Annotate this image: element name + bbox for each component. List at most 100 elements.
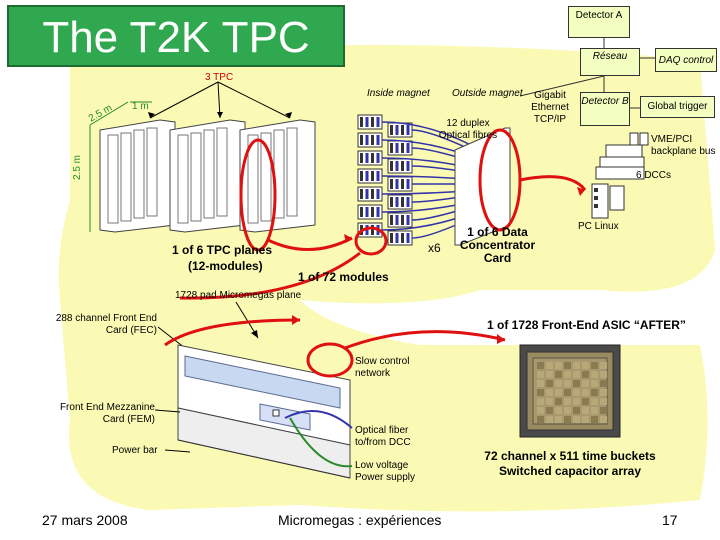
module-tick xyxy=(401,143,404,153)
module-tick xyxy=(401,179,404,189)
outside-magnet-label: Outside magnet xyxy=(452,88,523,99)
chip-cell xyxy=(600,416,607,423)
fec-label: 288 channel Front End Card (FEC) xyxy=(55,313,157,336)
chip-cell xyxy=(591,398,598,405)
detector-b-label: Detector B xyxy=(581,96,629,107)
dccs-label: 6 DCCs xyxy=(636,170,672,181)
chip-cell xyxy=(573,398,580,405)
chip-cell xyxy=(537,362,544,369)
reseau-box: Réseau xyxy=(580,48,640,76)
chip-cell xyxy=(537,407,544,414)
pad-plane-label: 1728 pad Micromegas plane xyxy=(175,290,302,301)
chip-cell xyxy=(573,362,580,369)
chip-cell xyxy=(537,398,544,405)
chip-cell xyxy=(555,416,562,423)
module-tick xyxy=(376,171,380,181)
module-tick xyxy=(406,233,410,243)
module-tick xyxy=(390,197,393,207)
module-tick xyxy=(376,207,380,217)
module-tick xyxy=(371,225,374,235)
page-number: 17 xyxy=(662,512,678,528)
dim-1m: 1 m xyxy=(132,101,149,112)
module-tick xyxy=(371,171,374,181)
chip-cell xyxy=(582,398,589,405)
daq-control-label: DAQ control xyxy=(658,55,714,66)
gigabit-label: Gigabit Ethernet TCP/IP xyxy=(531,90,569,125)
module-tick xyxy=(360,135,363,145)
chip-cell xyxy=(591,380,598,387)
chip-cell xyxy=(582,389,589,396)
module-tick xyxy=(365,135,369,145)
chip-cell xyxy=(546,407,553,414)
chip-cell xyxy=(555,371,562,378)
detector-a-label: Detector A xyxy=(575,10,623,21)
vme-crate xyxy=(591,132,649,219)
chip-cell xyxy=(555,398,562,405)
chip-cell xyxy=(564,398,571,405)
module-tick xyxy=(376,189,380,199)
chip-cell xyxy=(582,362,589,369)
chip-cell xyxy=(600,389,607,396)
chip-cell xyxy=(564,362,571,369)
power-bar-label: Power bar xyxy=(112,445,158,456)
module-tick xyxy=(395,161,399,171)
module-tick xyxy=(360,189,363,199)
module-tick xyxy=(360,171,363,181)
concentrator-label: 1 of 6 Data Concentrator Card xyxy=(459,225,536,265)
chip-cell xyxy=(564,371,571,378)
tpc-box-1 xyxy=(99,119,176,233)
chip-cell xyxy=(573,416,580,423)
footer-center: Micromegas : expériences xyxy=(278,512,442,528)
chip-cell xyxy=(573,389,580,396)
chip-cell xyxy=(591,416,598,423)
module-tick xyxy=(365,207,369,217)
chip-cell xyxy=(591,407,598,414)
module-tick xyxy=(395,179,399,189)
chip-cell xyxy=(555,389,562,396)
chip-cell xyxy=(564,407,571,414)
chip-cell xyxy=(600,371,607,378)
slow-control-label: Slow control network xyxy=(355,356,410,379)
duplex-label: 12 duplex Optical fibres xyxy=(438,118,498,141)
module-tick xyxy=(376,153,380,163)
tpc-box-2 xyxy=(169,119,246,233)
module-tick xyxy=(376,117,380,127)
chip-cell xyxy=(600,380,607,387)
module-tick xyxy=(371,153,374,163)
module-tick xyxy=(371,135,374,145)
chip-cell xyxy=(564,416,571,423)
chip-cell xyxy=(591,371,598,378)
chip-cell xyxy=(546,362,553,369)
module-tick xyxy=(395,143,399,153)
module-column xyxy=(357,114,413,246)
slide-title: The T2K TPC xyxy=(42,13,310,62)
module-tick xyxy=(390,161,393,171)
asic-chip xyxy=(519,344,621,438)
modules-label: 1 of 72 modules xyxy=(298,270,389,284)
chip-cell xyxy=(564,389,571,396)
highlight-plane xyxy=(239,138,277,252)
chip-cell xyxy=(537,371,544,378)
chip-cell xyxy=(582,371,589,378)
chip-cell xyxy=(546,389,553,396)
chip-cell xyxy=(555,380,562,387)
module-tick xyxy=(395,215,399,225)
chip-cell xyxy=(600,398,607,405)
low-voltage-label: Low voltage Power supply xyxy=(355,460,416,483)
times6-label: x6 xyxy=(428,241,441,255)
highlight-module xyxy=(354,226,388,256)
title-box: The T2K TPC xyxy=(7,5,345,67)
module-tick xyxy=(360,207,363,217)
detector-b-box: Detector B xyxy=(580,92,630,126)
asic-label: 1 of 1728 Front-End ASIC “AFTER” xyxy=(487,318,686,332)
module-tick xyxy=(365,189,369,199)
module-tick xyxy=(360,117,363,127)
three-tpc-label: 3 TPC xyxy=(205,72,234,83)
fem-label: Front End Mezzanine Card (FEM) xyxy=(59,402,155,425)
chip-cell xyxy=(555,362,562,369)
global-trigger-label: Global trigger xyxy=(647,101,708,112)
detector-a-box: Detector A xyxy=(568,6,630,38)
chip-cell xyxy=(582,416,589,423)
module-tick xyxy=(390,179,393,189)
